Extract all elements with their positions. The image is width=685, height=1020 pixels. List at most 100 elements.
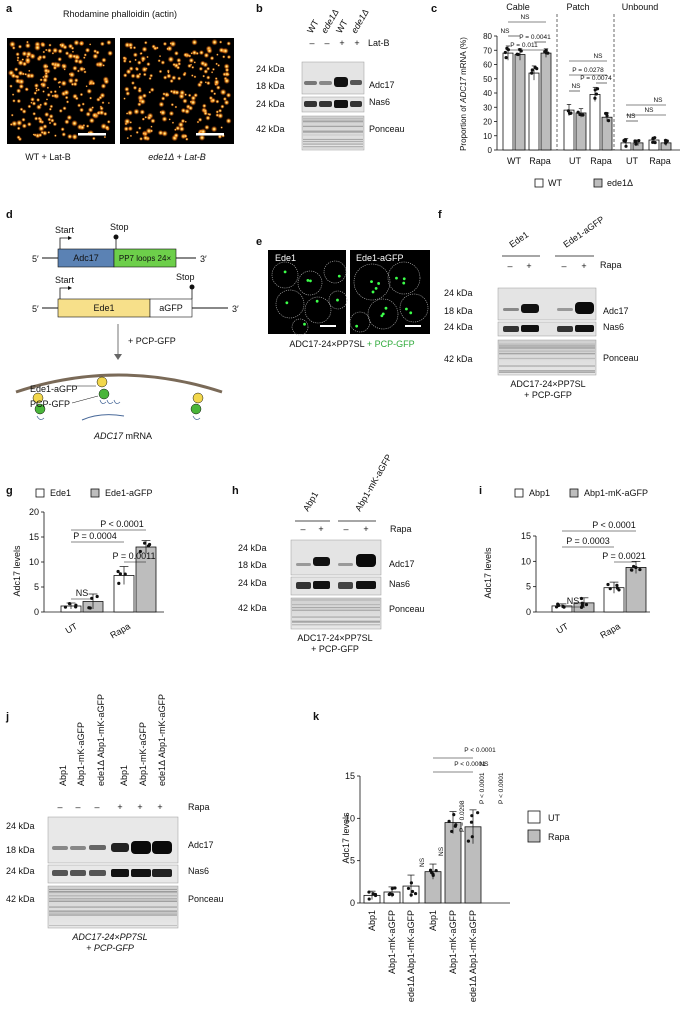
scale-bar	[78, 133, 106, 136]
actin-punctum	[158, 69, 163, 74]
data-point	[143, 541, 147, 545]
actin-punctum	[13, 67, 19, 72]
actin-punctum	[60, 63, 68, 70]
band-label: Adc17	[188, 840, 214, 850]
actin-punctum	[29, 72, 35, 79]
actin-punctum	[172, 62, 176, 67]
data-point	[593, 96, 597, 100]
actin-punctum	[38, 118, 43, 124]
actin-punctum	[178, 126, 185, 132]
actin-punctum	[213, 92, 217, 96]
cell-outline	[323, 260, 347, 284]
actin-punctum	[89, 96, 93, 100]
actin-punctum	[220, 104, 225, 109]
x-tick-label: Rapa	[598, 621, 622, 640]
actin-punctum	[21, 123, 28, 129]
actin-punctum	[128, 126, 132, 130]
three-prime: 3′	[200, 254, 207, 264]
actin-punctum	[142, 131, 146, 136]
gfp-focus	[381, 312, 385, 316]
panel-e-footer-b: + PCP-GFP	[367, 339, 415, 349]
actin-punctum	[26, 121, 32, 127]
data-point	[87, 606, 91, 610]
y-tick-label: 10	[345, 813, 355, 823]
actin-punctum	[158, 101, 165, 108]
actin-punctum	[107, 101, 111, 105]
actin-punctum	[206, 75, 211, 80]
data-point	[123, 572, 127, 576]
scale-bar	[196, 133, 224, 136]
actin-punctum	[31, 101, 37, 106]
actin-punctum	[101, 57, 107, 63]
stop-marker	[113, 234, 119, 240]
actin-punctum	[217, 63, 221, 67]
actin-punctum	[16, 88, 22, 94]
actin-punctum	[63, 89, 70, 96]
treatment-sign: +	[117, 802, 122, 812]
bar	[514, 54, 526, 151]
marker: 24 kDa	[238, 543, 267, 553]
band	[70, 846, 86, 850]
legend-label: Abp1	[529, 488, 550, 498]
actin-punctum	[64, 119, 70, 125]
band-label: Adc17	[603, 306, 629, 316]
band-label: Nas6	[369, 97, 390, 107]
data-point	[147, 542, 152, 547]
x-tick-label: Rapa	[649, 156, 671, 166]
actin-punctum	[141, 117, 145, 121]
band	[557, 308, 573, 311]
actin-punctum	[206, 80, 211, 86]
actin-punctum	[52, 47, 59, 54]
band	[131, 841, 151, 854]
band	[152, 841, 172, 854]
group-label: Abp1	[301, 490, 320, 513]
y-tick-label: 15	[345, 771, 355, 781]
actin-punctum	[45, 98, 49, 101]
data-point	[505, 46, 509, 50]
actin-punctum	[36, 97, 41, 102]
y-axis-label-prefix: Proportion of	[459, 104, 468, 151]
actin-punctum	[160, 96, 166, 101]
pcp-loop-glyph	[192, 415, 201, 420]
actin-punctum	[85, 111, 91, 117]
marker: 42 kDa	[6, 894, 35, 904]
actin-punctum	[72, 65, 78, 72]
treatment-sign: –	[343, 524, 348, 534]
actin-punctum	[32, 111, 37, 116]
band	[350, 80, 362, 85]
actin-punctum	[206, 47, 213, 54]
pcp-gfp-glyph	[190, 403, 202, 415]
mrna-strand	[81, 414, 125, 421]
actin-punctum	[97, 61, 104, 68]
actin-punctum	[42, 77, 49, 83]
legend-label: UT	[548, 813, 560, 823]
stat-annotation: P < 0.0001	[592, 520, 636, 530]
actin-punctum	[203, 110, 208, 116]
actin-punctum	[67, 133, 73, 140]
data-point	[606, 119, 611, 123]
actin-punctum	[16, 98, 22, 104]
actin-punctum	[42, 124, 48, 129]
band-label: Nas6	[603, 322, 624, 332]
x-tick-label: Rapa	[590, 156, 612, 166]
actin-punctum	[225, 117, 232, 124]
actin-punctum	[166, 47, 170, 51]
actin-punctum	[176, 57, 182, 63]
actin-punctum	[88, 43, 92, 46]
cell-outline	[271, 261, 299, 289]
actin-punctum	[79, 92, 84, 97]
actin-punctum	[146, 115, 152, 121]
lane-label: Abp1	[58, 765, 68, 786]
band-label: Adc17	[389, 559, 415, 569]
actin-punctum	[170, 102, 175, 107]
band	[319, 101, 332, 107]
y-tick-label: 70	[483, 46, 492, 55]
actin-punctum	[141, 66, 148, 73]
panel-a: a Rhodamine phalloidin (actin) WT + Lat-…	[6, 3, 234, 162]
actin-punctum	[168, 110, 175, 117]
actin-punctum	[15, 119, 23, 127]
actin-punctum	[223, 77, 231, 85]
actin-punctum	[96, 111, 101, 116]
actin-punctum	[152, 46, 158, 51]
gfp-focus	[355, 324, 359, 328]
